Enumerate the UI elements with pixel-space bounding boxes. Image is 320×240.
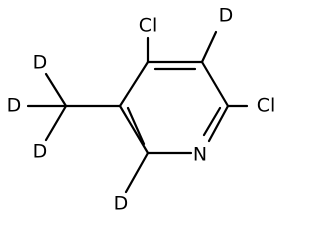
bond-ch3-d-top xyxy=(44,72,68,108)
molecule-svg: Cl D Cl N D D D D xyxy=(7,5,276,215)
atom-d-top: D xyxy=(219,5,234,27)
bond-c6-c5-inner xyxy=(126,106,146,146)
bond-c6-c5 xyxy=(118,104,150,155)
atom-cl-right: Cl xyxy=(257,95,276,117)
bond-c6-d xyxy=(124,151,150,194)
bond-c3-c2 xyxy=(200,60,230,108)
atom-d-methyl-bottom: D xyxy=(33,141,48,163)
atom-d-methyl-top: D xyxy=(33,52,48,74)
bond-c2-n xyxy=(207,104,230,143)
atom-cl-top: Cl xyxy=(139,15,158,37)
bond-c3-d xyxy=(200,30,218,64)
bond-ch3-d-bottom xyxy=(44,104,68,142)
bond-c2-n-inner xyxy=(202,106,222,137)
structure-diagram: Cl D Cl N D D D D xyxy=(6,4,276,215)
atom-d-methyl-left: D xyxy=(7,95,22,117)
atom-d-bottom: D xyxy=(114,193,129,215)
bond-c5-c4 xyxy=(118,60,150,108)
atom-n-ring: N xyxy=(193,144,207,166)
